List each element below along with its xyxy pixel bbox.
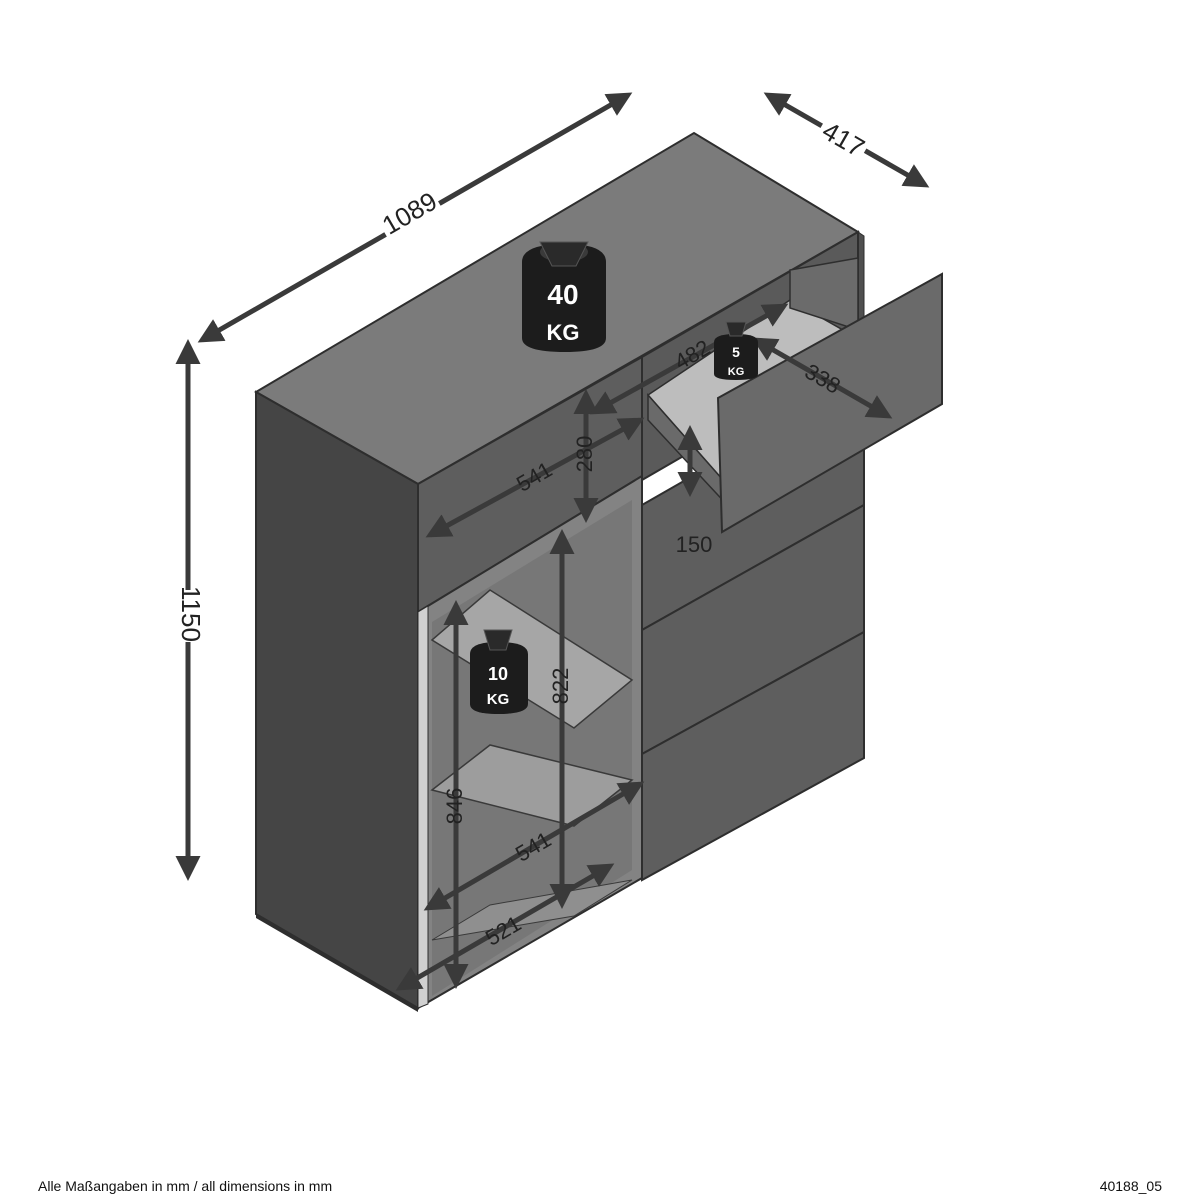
weight-5-value: 5: [732, 344, 740, 360]
door-edge: [417, 605, 429, 1009]
cabinet-plinth: [256, 914, 418, 1012]
weight-40-unit: KG: [547, 320, 580, 345]
weight-40-value: 40: [547, 279, 578, 310]
weight-40kg-icon: 40 KG: [522, 241, 606, 352]
height-label: 1150: [176, 586, 206, 642]
upper-drawer-width-arrow: [425, 417, 645, 538]
upper-drawer-height-label: 280: [572, 436, 597, 473]
weight-10kg-icon: 10 KG: [470, 629, 528, 714]
right-drawer-height-label: 150: [676, 532, 713, 557]
weight-10-value: 10: [488, 664, 508, 684]
weight-5-unit: KG: [728, 366, 745, 378]
cabinet-left-side: [255, 390, 419, 1010]
inner-height-label: 846: [442, 788, 467, 825]
right-drawer-width-arrow: [589, 303, 789, 415]
right-drawer-depth-arrow: [751, 337, 893, 419]
door-height-label: 822: [548, 668, 573, 705]
weight-10-unit: KG: [487, 691, 510, 708]
footer-note: Alle Maßangaben in mm / all dimensions i…: [38, 1178, 333, 1194]
footer-code: 40188_05: [1099, 1178, 1162, 1194]
bottom-width-arrow: [395, 863, 615, 991]
weight-5kg-icon: 5 KG: [714, 321, 758, 380]
